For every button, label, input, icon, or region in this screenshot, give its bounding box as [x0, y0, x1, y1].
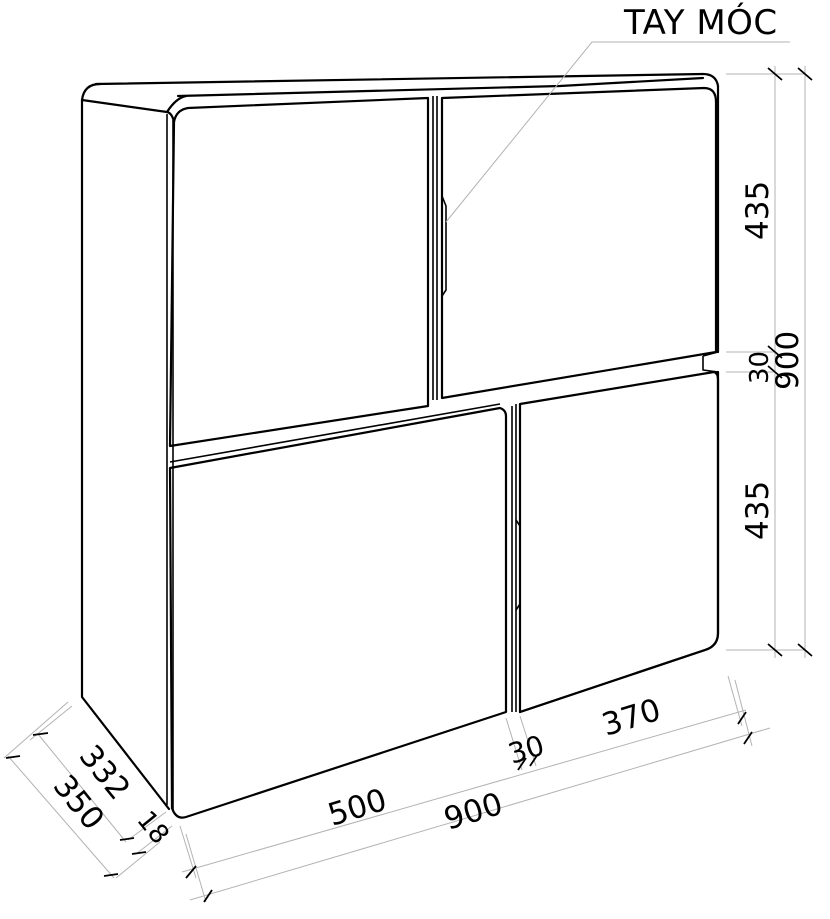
side-panel	[80, 98, 171, 811]
top-panel	[94, 72, 720, 88]
bottom-right-door	[518, 370, 720, 714]
doors	[168, 86, 720, 819]
handle-groove-bottom	[515, 519, 521, 611]
bottom-left-door-top-edge	[169, 403, 501, 463]
depth-dimensions: 332 350 18	[3, 701, 175, 879]
right-shelf-notch	[702, 351, 719, 373]
top-right-door	[440, 86, 718, 400]
dim-total-width: 900	[440, 786, 507, 838]
callout-leader-line	[445, 41, 790, 223]
top-panel-front-edge	[176, 76, 705, 98]
left-top-corner	[80, 82, 188, 124]
dim-door-thickness: 18	[131, 806, 175, 851]
dim-total-height: 900	[770, 331, 806, 390]
dim-bottom-door-height: 435	[740, 481, 776, 540]
dim-left-door-width: 500	[324, 782, 391, 834]
handle-groove-top	[441, 195, 447, 297]
callout-label: TAY MÓC	[623, 2, 778, 43]
vertical-dimensions: 435 30 435 900	[726, 66, 813, 658]
handle-callout: TAY MÓC	[445, 2, 790, 223]
top-left-door	[168, 96, 430, 448]
dim-top-door-height: 435	[740, 181, 776, 240]
bottom-divider	[511, 404, 517, 712]
top-divider	[432, 96, 438, 400]
cabinet-body	[80, 72, 720, 811]
dim-gap-height: 30	[745, 351, 775, 384]
bottom-left-door	[168, 406, 508, 819]
